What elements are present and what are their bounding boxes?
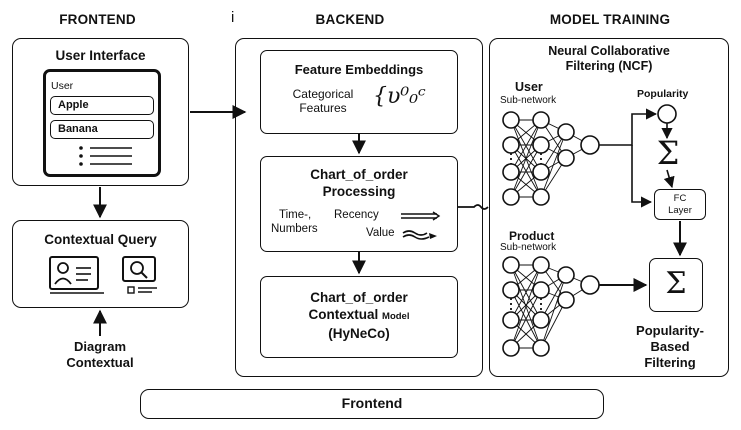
pbf-line2: Based [650, 339, 690, 354]
user-label: User [51, 80, 74, 92]
user-to-popularity-arrow [599, 108, 658, 146]
feature-embeddings-box: Feature Embeddings Categorical Features … [260, 50, 458, 134]
product-subnet-sub: Sub-network [500, 242, 557, 253]
fc-line2: Layer [668, 205, 692, 216]
numbers-label: Numbers [271, 223, 318, 235]
embedding-symbol: {υ⁰₀ᶜ [373, 84, 426, 109]
model-title: Chart_of_order Contextual Model (HyNeCo) [261, 289, 457, 342]
chart-order-processing-box: Chart_of_order Processing Time-, Numbers… [260, 156, 458, 252]
sum-box: Σ [649, 258, 703, 312]
id-card-icon [49, 256, 104, 294]
embed-sub-line2: Features [299, 101, 347, 115]
fc-line1: FC [673, 193, 687, 204]
model-title-line2a: Contextual [308, 307, 379, 322]
product-subnetwork [502, 256, 600, 357]
backend-to-training-connector [458, 204, 489, 210]
list-item-banana[interactable]: Banana [50, 120, 154, 139]
model-training-header: MODEL TRAINING [549, 12, 671, 27]
recency-label: Recency [334, 209, 379, 221]
processing-title: Chart_of_order Processing [261, 166, 457, 200]
pbf-label: Popularity- Based Filtering [620, 323, 720, 371]
sum-to-fc-arrow [663, 169, 675, 189]
ncf-title: Neural Collaborative Filtering (NCF) [490, 44, 728, 74]
user-subnet-label: User [515, 80, 543, 94]
model-title-line1: Chart_of_order [310, 290, 408, 305]
user-interface-panel: User Interface User Apple Banana [12, 38, 189, 186]
list-lines-icon [79, 146, 132, 166]
contextual-model-box: Chart_of_order Contextual Model (HyNeCo) [260, 276, 458, 358]
input-label-line2: Contextual [66, 355, 134, 370]
input-label-line1: Diagram [73, 339, 127, 354]
frontend-footer-bar[interactable]: Frontend [140, 389, 604, 419]
value-label: Value [366, 227, 395, 239]
model-title-line2b: Model [382, 311, 410, 322]
user-subnetwork [502, 111, 600, 206]
feature-embeddings-title: Feature Embeddings [294, 62, 424, 77]
model-title-line3: (HyNeCo) [328, 326, 390, 341]
popularity-label: Popularity [637, 88, 689, 100]
user-subnet-sub: Sub-network [500, 95, 557, 106]
pbf-line3: Filtering [644, 355, 696, 370]
backend-header: BACKEND [315, 12, 385, 27]
processing-title-line2: Processing [322, 184, 396, 199]
processing-title-line1: Chart_of_order [310, 167, 408, 182]
search-window-icon [122, 256, 157, 294]
popularity-sum-icon: Σ [656, 134, 680, 172]
header-marker: i [231, 9, 235, 26]
ncf-title-line2: Filtering (NCF) [565, 59, 653, 73]
trend-arrows-icon [401, 211, 441, 240]
pbf-line1: Popularity- [636, 323, 704, 338]
list-item-apple[interactable]: Apple [50, 96, 154, 115]
device-frame: User Apple Banana [43, 69, 161, 177]
contextual-query-title: Contextual Query [44, 232, 157, 247]
frontend-header: FRONTEND [59, 12, 136, 27]
popularity-node [657, 104, 677, 124]
time-label: Time-, [279, 209, 312, 221]
user-interface-title: User Interface [55, 48, 146, 63]
fc-layer-box: FC Layer [654, 189, 706, 220]
categorical-features-label: Categorical Features [275, 87, 371, 115]
user-to-fc-arrow [631, 145, 653, 208]
product-subnet-label: Product [509, 229, 555, 243]
diagram-contextual-label: Diagram Contextual [40, 339, 160, 371]
ncf-title-line1: Neural Collaborative [548, 44, 670, 58]
embed-sub-line1: Categorical [292, 87, 354, 101]
contextual-query-panel: Contextual Query [12, 220, 189, 308]
